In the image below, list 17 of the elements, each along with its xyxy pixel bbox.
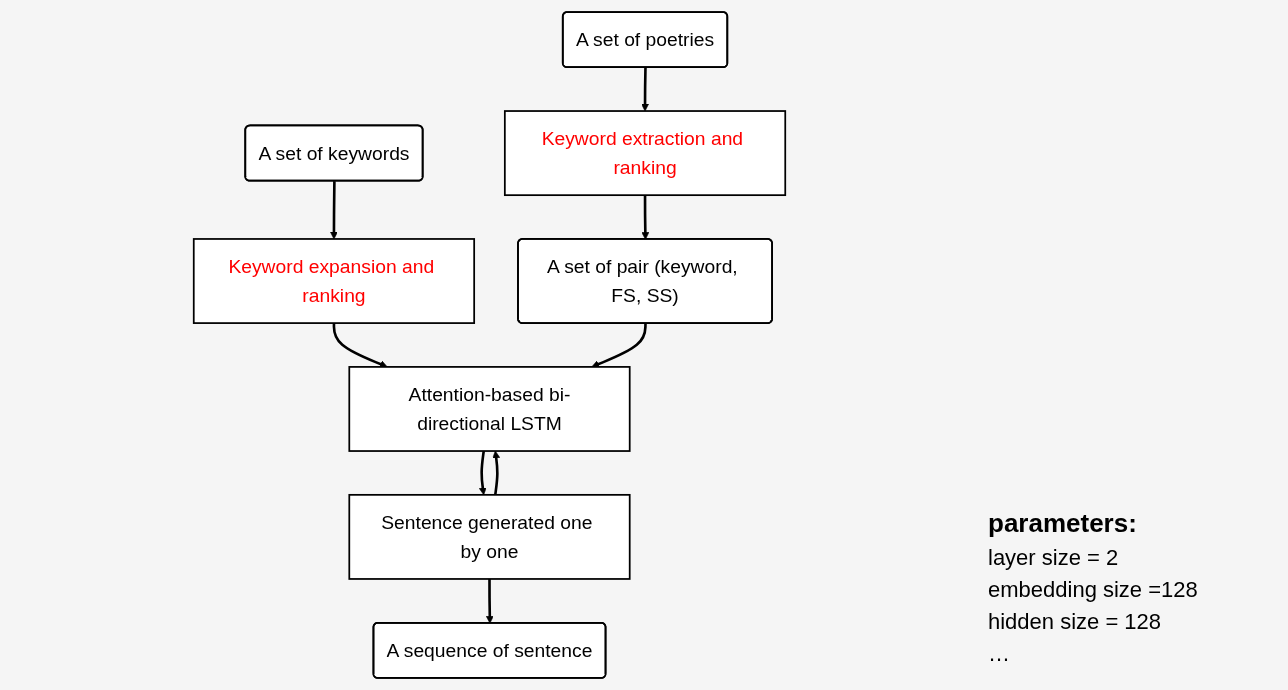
node-box: Keyword expansion and ranking [192,238,475,324]
node-box: Attention-based bi-directional LSTM [347,366,631,452]
arrow [641,195,649,240]
arrow [640,67,649,112]
arrow [485,578,494,624]
node-box: Keyword extraction and ranking [503,110,786,197]
parameter-line: … [988,641,1011,667]
arrow [478,450,487,496]
node-box: Sentence generated one by one [347,493,631,580]
arrow [590,323,647,368]
arrow [491,450,500,496]
parameter-line: hidden size = 128 [988,609,1163,635]
arrow [332,323,388,368]
arrow [329,181,338,240]
parameter-line: layer size = 2 [988,545,1120,571]
parameter-line: embedding size =128 [988,577,1199,603]
parameters-heading: parameters: [988,508,1138,539]
